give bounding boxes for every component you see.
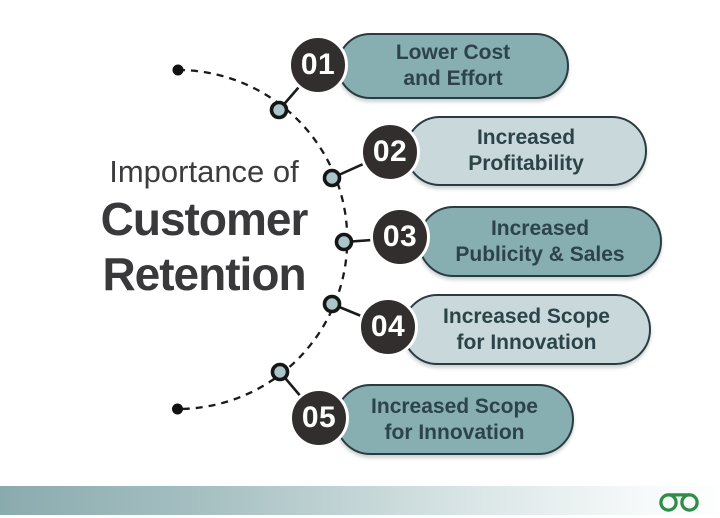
pill-label-line1: Increased — [476, 126, 576, 149]
pill-label-line1: Increased — [490, 216, 590, 240]
benefit-pill-03: Increased Publicity & Sales — [418, 206, 662, 277]
pill-label-line2: and Effort — [403, 67, 503, 90]
number-badge-01: 01 — [288, 35, 348, 95]
pill-label-line1: Increased Scope — [371, 394, 538, 418]
pill-label-line2: for Innovation — [456, 330, 597, 354]
number-badge-04: 04 — [358, 297, 418, 357]
footer-gradient-bar — [0, 486, 720, 515]
geeksforgeeks-logo-icon — [659, 493, 699, 512]
pill-label-line1: Increased Scope — [443, 304, 610, 328]
arc-node-dots — [269, 100, 354, 382]
benefit-pill-05: Increased Scope for Innovation — [335, 384, 574, 455]
page-title: Importance of Customer Retention — [58, 152, 350, 302]
title-line-retention: Retention — [102, 248, 306, 300]
benefit-pill-01: Lower Cost and Effort — [337, 33, 569, 99]
title-line-importance-of: Importance of — [109, 154, 299, 189]
arc-end-dot — [172, 403, 183, 415]
pill-label-line2: Publicity & Sales — [455, 242, 625, 266]
arc-start-dot — [172, 64, 184, 76]
benefit-pill-02: Increased Profitability — [405, 116, 647, 186]
number-badge-02: 02 — [360, 122, 420, 182]
title-line-customer: Customer — [100, 193, 309, 245]
benefit-pill-04: Increased Scope for Innovation — [402, 294, 651, 365]
pill-label-line1: Lower Cost — [395, 41, 511, 64]
pill-label-line2: for Innovation — [384, 420, 525, 444]
number-badge-05: 05 — [289, 388, 349, 448]
pill-label-line2: Profitability — [468, 152, 584, 175]
number-badge-03: 03 — [370, 207, 430, 267]
